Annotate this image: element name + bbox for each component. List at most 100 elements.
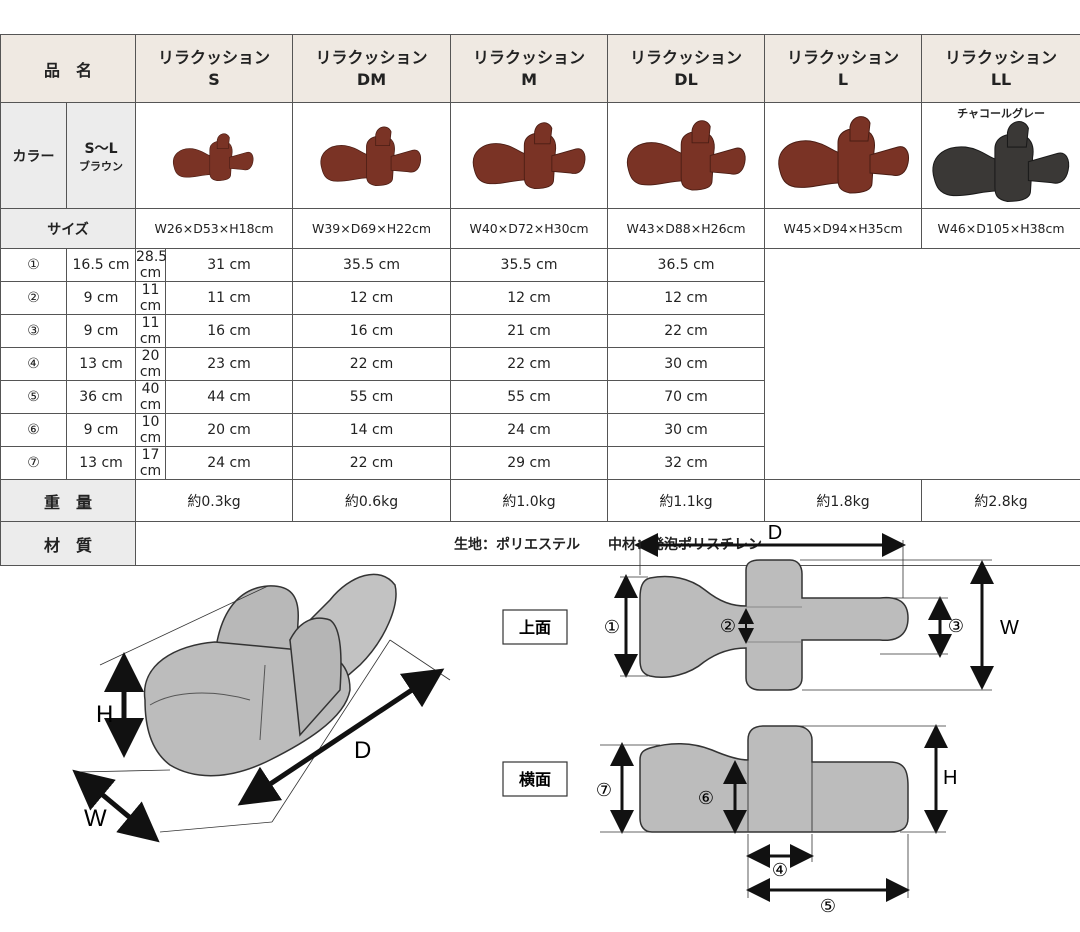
measure-value: 44 cm [165, 380, 294, 414]
weight-cell: 約0.3kg [135, 479, 294, 522]
side-view-diagram: 横面 ⑦ ⑥ H ④ ⑤ [502, 724, 957, 917]
top-view-diagram: 上面 D ① ② ③ W [502, 522, 1019, 691]
product-photo [607, 102, 766, 209]
label-H: H [96, 701, 113, 728]
cushion-photo-icon [173, 132, 254, 181]
color-label: カラー [0, 102, 67, 209]
cushion-photo-icon [320, 126, 422, 186]
measure-value: 16.5 cm [65, 248, 137, 282]
measure-value: 30 cm [607, 347, 766, 381]
size-label: サイズ [0, 208, 137, 249]
top-mark-3: ③ [948, 616, 964, 637]
measure-value: 35.5 cm [450, 248, 609, 282]
charcoal-label: チャコールグレー [957, 107, 1045, 120]
measure-mark: ④ [0, 347, 67, 381]
dims-cell: W45×D94×H35cm [764, 208, 923, 249]
cushion-photo-icon [472, 121, 586, 189]
measure-value: 29 cm [450, 446, 609, 480]
product-photo [764, 102, 923, 209]
material-label: 材 質 [0, 521, 137, 566]
cushion-photo-icon [932, 120, 1070, 202]
weight-label: 重 量 [0, 479, 137, 522]
measure-value: 55 cm [292, 380, 452, 414]
measure-mark: ⑦ [0, 446, 67, 480]
measure-value: 55 cm [450, 380, 609, 414]
name-header: 品 名 [0, 34, 137, 103]
product-photo-charcoal: チャコールグレー [921, 102, 1080, 209]
top-view-label: 上面 [519, 618, 551, 637]
measure-value: 9 cm [65, 413, 137, 447]
dims-cell: W26×D53×H18cm [135, 208, 294, 249]
label-D: D [354, 737, 371, 764]
side-mark-5: ⑤ [820, 896, 836, 917]
side-mark-4: ④ [772, 860, 788, 881]
side-mark-7: ⑦ [596, 780, 612, 801]
measure-value: 10 cm [135, 413, 167, 447]
measure-value: 12 cm [292, 281, 452, 315]
measure-value: 22 cm [450, 347, 609, 381]
measure-value: 21 cm [450, 314, 609, 348]
cushion-3d-illustration: H W D [72, 573, 451, 843]
product-photo [450, 102, 609, 209]
weight-row: 重 量 約0.3kg 約0.6kg 約1.0kg 約1.1kg 約1.8kg 約… [0, 479, 1080, 522]
measure-value: 11 cm [165, 281, 294, 315]
measure-value: 32 cm [607, 446, 766, 480]
measure-value: 36.5 cm [607, 248, 766, 282]
top-mark-1: ① [604, 617, 620, 638]
dimension-diagram: H W D 上面 D ① ② ③ W 横面 [72, 522, 1019, 917]
measure-value: 20 cm [165, 413, 294, 447]
measure-value: 28.5 cm [135, 248, 168, 282]
measure-mark: ⑤ [0, 380, 67, 414]
top-mark-2: ② [720, 616, 736, 637]
measure-value: 22 cm [292, 347, 452, 381]
measure-value: 16 cm [292, 314, 452, 348]
dims-cell: W46×D105×H38cm [921, 208, 1080, 249]
dims-cell: W43×D88×H26cm [607, 208, 766, 249]
measure-value: 22 cm [292, 446, 452, 480]
measure-value: 11 cm [135, 281, 167, 315]
label-W: W [84, 805, 107, 832]
product-photo [135, 102, 294, 209]
product-photo [292, 102, 452, 209]
top-view-D: D [768, 522, 782, 544]
measure-value: 24 cm [165, 446, 294, 480]
measure-value: 14 cm [292, 413, 452, 447]
measure-value: 13 cm [65, 347, 137, 381]
measure-value: 9 cm [65, 314, 137, 348]
dims-cell: W40×D72×H30cm [450, 208, 609, 249]
measure-value: 23 cm [165, 347, 294, 381]
measure-value: 35.5 cm [292, 248, 452, 282]
measure-value: 17 cm [135, 446, 167, 480]
measure-value: 11 cm [135, 314, 167, 348]
measure-value: 40 cm [135, 380, 167, 414]
measure-value: 30 cm [607, 413, 766, 447]
material-row: 材 質 生地：ポリエステル 中材：発泡ポリスチレン [0, 521, 1080, 566]
weight-cell: 約2.8kg [921, 479, 1080, 522]
side-mark-6: ⑥ [698, 788, 714, 809]
measure-mark: ② [0, 281, 67, 315]
measure-value: 22 cm [607, 314, 766, 348]
dims-cell: W39×D69×H22cm [292, 208, 452, 249]
measure-value: 16 cm [165, 314, 294, 348]
measure-mark: ⑥ [0, 413, 67, 447]
cushion-photo-icon [626, 119, 746, 191]
dims-row: サイズ W26×D53×H18cm W39×D69×H22cm W40×D72×… [0, 208, 1080, 249]
side-view-label: 横面 [519, 770, 551, 789]
weight-cell: 約1.8kg [764, 479, 923, 522]
measure-value: 24 cm [450, 413, 609, 447]
